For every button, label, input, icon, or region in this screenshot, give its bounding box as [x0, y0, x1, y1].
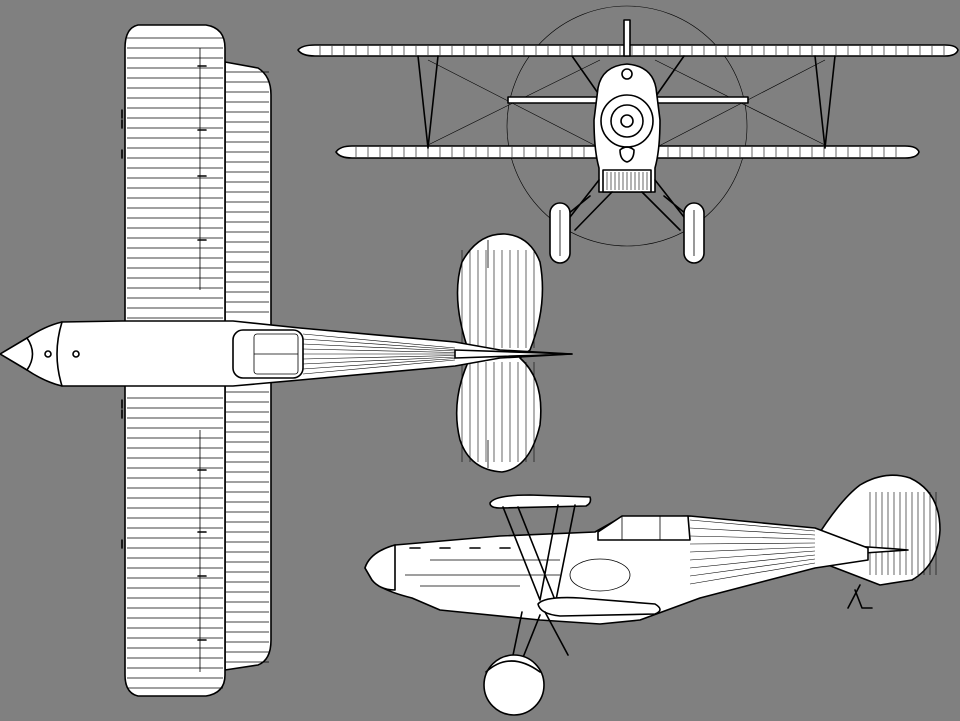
side-interplane-struts: [502, 504, 576, 601]
side-upper-wing: [489, 494, 592, 509]
fuselage-stringer: [302, 356, 456, 365]
front-gear-struts: [562, 179, 692, 231]
fuselage-stringer: [689, 562, 816, 585]
front-propeller-disc: [506, 5, 748, 247]
front-left-interplane-strut: [417, 55, 439, 149]
plan-lower-wing-ribs: [226, 71, 269, 663]
plan-spinner: [26, 337, 34, 371]
front-fin: [623, 19, 631, 57]
front-oil-cooler: [619, 146, 635, 163]
fuselage-stringer: [302, 358, 456, 370]
side-tail-skid: [847, 584, 873, 609]
plan-upper-wing-ribs: [127, 37, 223, 689]
side-tail-ribs: [869, 492, 937, 575]
plan-exhaust-port-2: [72, 350, 80, 358]
fuselage-stringer: [689, 535, 816, 540]
front-cabane-struts: [571, 55, 685, 97]
fuselage-stringer: [689, 554, 816, 569]
fuselage-stringer: [302, 355, 456, 360]
side-canopy: [597, 515, 691, 541]
plan-rudder: [454, 349, 573, 359]
front-upper-wing-ribs: [319, 46, 945, 55]
side-spinner: [364, 544, 396, 591]
side-engine-panel: [569, 558, 631, 592]
plan-strut-marks: [121, 65, 207, 641]
front-radiator-grille: [606, 172, 648, 190]
fuselage-stringer: [689, 527, 816, 536]
plan-tail-ribs: [461, 250, 535, 462]
fuselage-stringer: [302, 348, 456, 353]
front-view: [297, 5, 959, 264]
plan-cowl-ring: [56, 321, 63, 387]
side-wheel-spat: [485, 660, 541, 673]
plan-exhaust-port: [44, 350, 52, 358]
front-spinner: [620, 114, 634, 128]
fuselage-stringer: [689, 558, 816, 577]
fuselage-stringer: [302, 343, 456, 352]
fuselage-stringer: [302, 333, 456, 349]
fuselage-stringer: [689, 550, 816, 561]
fuselage-stringer: [302, 359, 456, 375]
side-view: [364, 474, 941, 716]
fuselage-stringer: [302, 338, 456, 350]
fuselage-stringer: [689, 519, 816, 532]
fuselage-stringer: [689, 546, 816, 553]
plan-fuselage-stringers: [302, 333, 456, 375]
side-main-wheel: [483, 654, 545, 716]
side-panel-lines: [405, 559, 560, 587]
front-right-interplane-strut: [814, 55, 836, 149]
plan-view: [0, 24, 573, 697]
fuselage-stringer: [689, 542, 816, 545]
front-headrest: [621, 68, 633, 80]
side-fuselage-stringers: [689, 519, 816, 585]
